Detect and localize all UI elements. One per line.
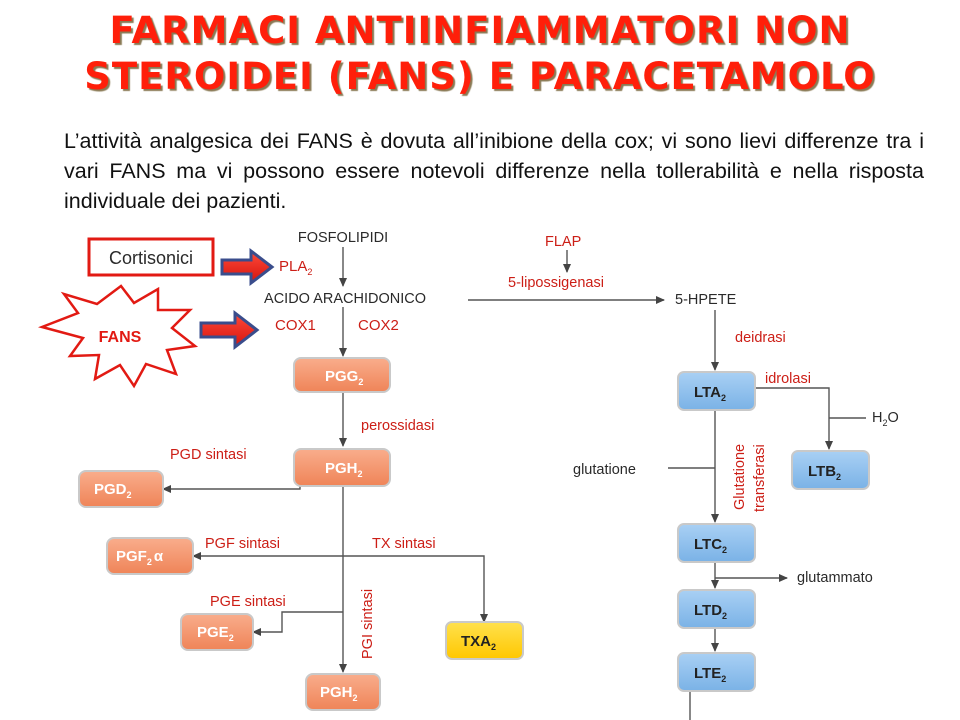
pgh2-bottom-box: PGH2 bbox=[305, 673, 381, 711]
inhibition-arrow-pla bbox=[220, 247, 275, 287]
title-line-2: STEROIDEI (FANS) E PARACETAMOLO bbox=[84, 55, 876, 98]
pla-label: PLA2 bbox=[279, 258, 312, 277]
pgh2-bottom-label: PGH2 bbox=[320, 684, 358, 703]
cortisonici-text: Cortisonici bbox=[109, 248, 193, 268]
intro-paragraph: L’attività analgesica dei FANS è dovuta … bbox=[64, 126, 924, 216]
lta-label: LTA2 bbox=[694, 384, 726, 403]
tx-sintasi-label: TX sintasi bbox=[372, 536, 436, 552]
perossidasi-label: perossidasi bbox=[361, 418, 434, 434]
fans-starburst: FANS bbox=[37, 284, 199, 389]
lipossigenasi-label: 5-lipossigenasi bbox=[508, 275, 604, 291]
cortisonici-label: Cortisonici bbox=[87, 237, 215, 277]
ltc-label: LTC2 bbox=[694, 536, 727, 555]
acido-arachidonico-label: ACIDO ARACHIDONICO bbox=[264, 291, 426, 307]
pgh2-label: PGH2 bbox=[325, 460, 363, 479]
pgd-sintasi-label: PGD sintasi bbox=[170, 447, 247, 463]
glutatione-label: glutatione bbox=[573, 462, 636, 478]
ltb4-box: LTB2 bbox=[791, 450, 870, 490]
cox1-label: COX1 bbox=[275, 317, 316, 334]
inhibition-arrow-cox bbox=[199, 309, 260, 351]
intro-line-2: differenze tra i vari FANS ma vi possono… bbox=[64, 129, 924, 183]
pge2-label: PGE2 bbox=[197, 624, 234, 643]
pge2-box: PGE2 bbox=[180, 613, 254, 651]
lte4-box: LTE2 bbox=[677, 652, 756, 692]
txa2-box: TXA2 bbox=[445, 621, 524, 660]
pgh2-box: PGH2 bbox=[293, 448, 391, 487]
glutatione-transferasi-line2: transferasi bbox=[752, 444, 768, 512]
lta4-box: LTA2 bbox=[677, 371, 756, 411]
flap-label: FLAP bbox=[545, 234, 581, 250]
intro-line-3: tollerabilità e nella risposta individua… bbox=[64, 159, 924, 213]
slide-title: FARMACI ANTIINFIAMMATORI NON STEROIDEI (… bbox=[0, 8, 960, 100]
arrow-right-icon bbox=[199, 309, 260, 351]
h2o-label: H2O bbox=[872, 410, 899, 428]
fans-text: FANS bbox=[99, 329, 142, 346]
pgf-sintasi-label: PGF sintasi bbox=[205, 536, 280, 552]
txa2-label: TXA2 bbox=[461, 633, 496, 652]
cox2-label: COX2 bbox=[358, 317, 399, 334]
ltd-label: LTD2 bbox=[694, 602, 727, 621]
pgi-sintasi-label: PGI sintasi bbox=[360, 589, 376, 659]
deidrasi-label: deidrasi bbox=[735, 330, 786, 346]
pgd2-label: PGD2 bbox=[94, 481, 132, 500]
pgd2-box: PGD2 bbox=[78, 470, 164, 508]
fans-burst-shape bbox=[37, 284, 199, 389]
ltc4-box: LTC2 bbox=[677, 523, 756, 563]
glutammato-label: glutammato bbox=[797, 570, 873, 586]
pgg2-label: PGG2 bbox=[325, 368, 363, 387]
hpete-label: 5-HPETE bbox=[675, 292, 737, 308]
intro-line-1: L’attività analgesica dei FANS è dovuta … bbox=[64, 129, 785, 153]
idrolasi-label: idrolasi bbox=[765, 371, 811, 387]
lte-label: LTE2 bbox=[694, 665, 726, 684]
fosfolipidi-label: FOSFOLIPIDI bbox=[298, 230, 388, 246]
pgg2-box: PGG2 bbox=[293, 357, 391, 393]
ltd4-box: LTD2 bbox=[677, 589, 756, 629]
arrow-right-icon bbox=[220, 247, 275, 287]
title-line-1: FARMACI ANTIINFIAMMATORI NON bbox=[109, 9, 851, 52]
ltb-label: LTB2 bbox=[808, 463, 841, 482]
cortisonici-box bbox=[87, 237, 215, 277]
glutatione-transferasi-line1: Glutatione bbox=[732, 444, 748, 510]
pge-sintasi-label: PGE sintasi bbox=[210, 594, 286, 610]
